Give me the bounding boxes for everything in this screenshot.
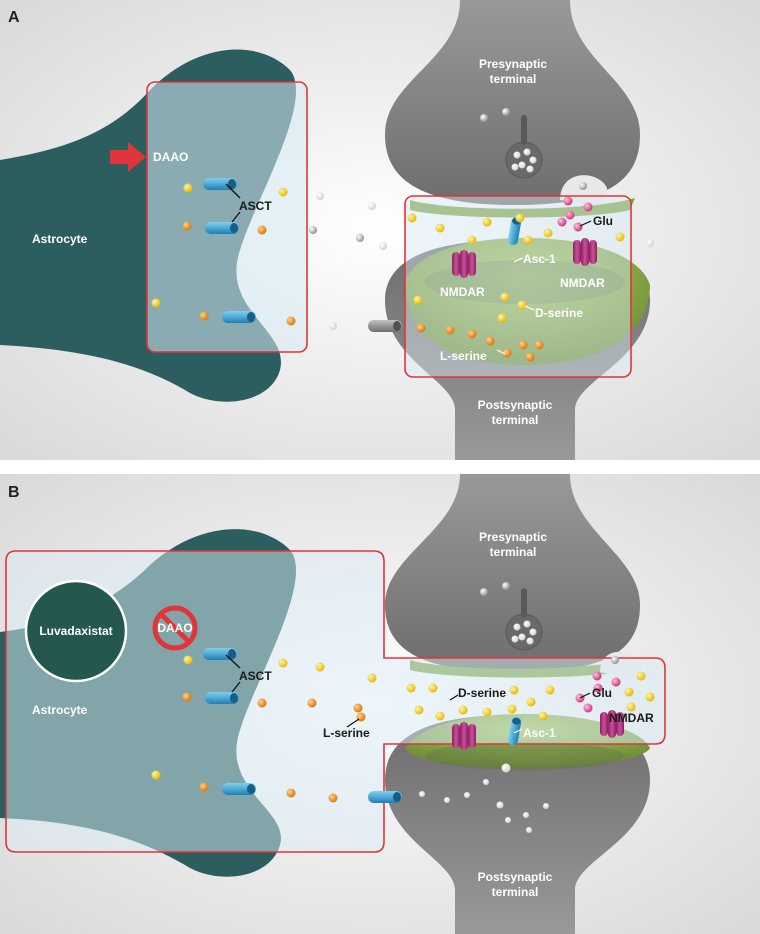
d-serine-dots-b	[151, 655, 655, 780]
presynaptic-label-a-2: terminal	[490, 72, 537, 86]
extracellular-dots-a	[309, 108, 654, 330]
glu-leader-b	[579, 692, 591, 699]
asc1-leader-b	[513, 728, 523, 734]
astrocyte-label-a: Astrocyte	[32, 232, 88, 246]
nmdar-right-label-a: NMDAR	[560, 276, 605, 290]
dserine-label-a: D-serine	[535, 306, 583, 320]
asct-label-a: ASCT	[239, 199, 272, 213]
asct-transporter-a-1	[203, 178, 237, 190]
presynaptic-label-a-1: Presynaptic	[479, 57, 547, 71]
asct-leader-b-1	[225, 654, 241, 669]
gray-transporter-a	[368, 320, 402, 332]
luvadaxistat-label: Luvadaxistat	[39, 624, 112, 638]
asct-label-b: ASCT	[239, 669, 272, 683]
presynaptic-rim-a	[410, 198, 635, 218]
release-bulge-a	[560, 175, 608, 205]
postsynaptic-label-a-1: Postsynaptic	[478, 398, 553, 412]
panel-b: B	[0, 474, 760, 934]
psd-shadow-b	[425, 742, 625, 770]
asct-leader-b-2	[231, 681, 241, 693]
glutamate-dots-a	[557, 196, 593, 232]
astrocyte-highlight-box-a	[146, 81, 308, 353]
presynaptic-label-b-2: terminal	[490, 545, 537, 559]
dserine-leader-b	[449, 694, 459, 701]
dserine-label-b: D-serine	[458, 686, 506, 700]
vesicle-a	[505, 141, 543, 179]
presynaptic-label-b-1: Presynaptic	[479, 530, 547, 544]
vesicle-stem-b	[521, 588, 527, 618]
prohibited-icon	[152, 605, 198, 651]
asct-transporter-a-3	[222, 311, 256, 323]
postsynaptic-terminal-b	[385, 715, 650, 934]
blue-transporter-b	[368, 791, 402, 803]
asc1-label-b: Asc-1	[523, 726, 556, 740]
postsynaptic-label-a-2: terminal	[492, 413, 539, 427]
nmdar-right-a	[573, 238, 597, 266]
vesicle-stem-a	[521, 115, 527, 145]
l-serine-dots-b	[182, 692, 366, 803]
glu-leader-a	[579, 220, 592, 227]
l-serine-dots-a	[182, 221, 544, 362]
asct-transporter-b-3	[222, 783, 256, 795]
lserine-leader-a	[496, 349, 506, 355]
panel-a: A	[0, 0, 760, 460]
asct-transporter-b-2	[205, 692, 239, 704]
nmdar-left-label-a: NMDAR	[440, 285, 485, 299]
asc1-leader-a	[513, 257, 523, 263]
glutamate-dots-b	[575, 671, 621, 713]
daao-label-a: DAAO	[153, 150, 188, 164]
asct-transporter-a-2	[205, 222, 239, 234]
dserine-leader-a	[524, 305, 535, 311]
astrocyte-label-b: Astrocyte	[32, 703, 88, 717]
daao-label-b: DAAO	[157, 621, 192, 635]
panel-a-letter: A	[8, 9, 20, 26]
asct-leader-a-2	[231, 211, 241, 223]
glu-label-a: Glu	[593, 214, 613, 228]
asc1-label-a: Asc-1	[523, 252, 556, 266]
postsynaptic-label-b-1: Postsynaptic	[478, 870, 553, 884]
nmdar-left-a	[452, 250, 476, 278]
extracellular-dots-b	[419, 582, 619, 833]
vesicle-b	[505, 613, 543, 651]
glu-label-b: Glu	[592, 686, 612, 700]
asct-leader-a-1	[225, 183, 241, 199]
luvadaxistat-icon	[24, 579, 128, 683]
d-serine-dots-a	[151, 183, 625, 323]
postsynaptic-label-b-2: terminal	[492, 885, 539, 899]
lserine-leader-b	[346, 718, 360, 728]
prohibited-slash-icon	[159, 612, 191, 644]
panel-b-letter: B	[8, 484, 20, 501]
lserine-label-a: L-serine	[440, 349, 487, 363]
nmdar-label-b: NMDAR	[609, 711, 654, 725]
panel-separator	[0, 460, 760, 474]
presynaptic-terminal-b	[385, 474, 640, 672]
asct-transporter-b-1	[203, 648, 237, 660]
nmdar-left-b	[452, 722, 476, 750]
lserine-label-b: L-serine	[323, 726, 370, 740]
daao-arrow-icon	[110, 142, 146, 172]
presynaptic-terminal-a	[385, 0, 640, 205]
